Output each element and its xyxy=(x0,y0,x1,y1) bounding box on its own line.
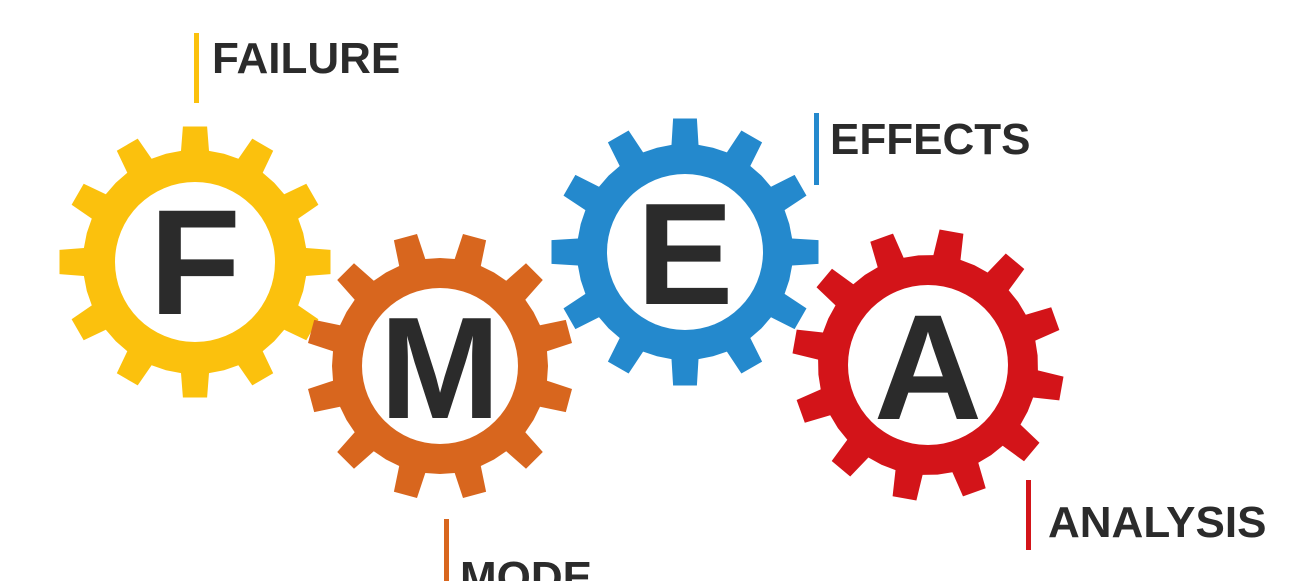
caption-failure-text: FAILURE xyxy=(212,34,400,83)
caption-analysis-bar xyxy=(1026,480,1031,550)
gear-mode-hub xyxy=(362,288,518,444)
gear-effects: E xyxy=(551,118,819,386)
gear-analysis-hub xyxy=(848,285,1008,445)
caption-mode-text: MODE xyxy=(460,553,592,581)
gear-letter-a: A xyxy=(874,283,982,451)
gear-letter-e: E xyxy=(637,173,734,335)
caption-analysis-text: ANALYSIS xyxy=(1048,498,1266,547)
caption-failure: FAILURE xyxy=(194,33,400,103)
gear-failure: F xyxy=(59,126,331,398)
gear-effects-hub xyxy=(607,174,763,330)
caption-effects: EFFECTS xyxy=(814,113,1030,185)
gear-failure-hub xyxy=(115,182,275,342)
caption-analysis: ANALYSIS xyxy=(1026,480,1266,550)
gear-mode: M xyxy=(308,234,572,498)
caption-effects-bar xyxy=(814,113,819,185)
gear-letter-f: F xyxy=(149,178,241,346)
gear-analysis: A xyxy=(792,229,1064,501)
caption-failure-bar xyxy=(194,33,199,103)
gear-letter-m: M xyxy=(380,287,501,449)
caption-mode-bar xyxy=(444,519,449,581)
caption-mode: MODE xyxy=(444,519,592,581)
caption-effects-text: EFFECTS xyxy=(830,115,1030,164)
